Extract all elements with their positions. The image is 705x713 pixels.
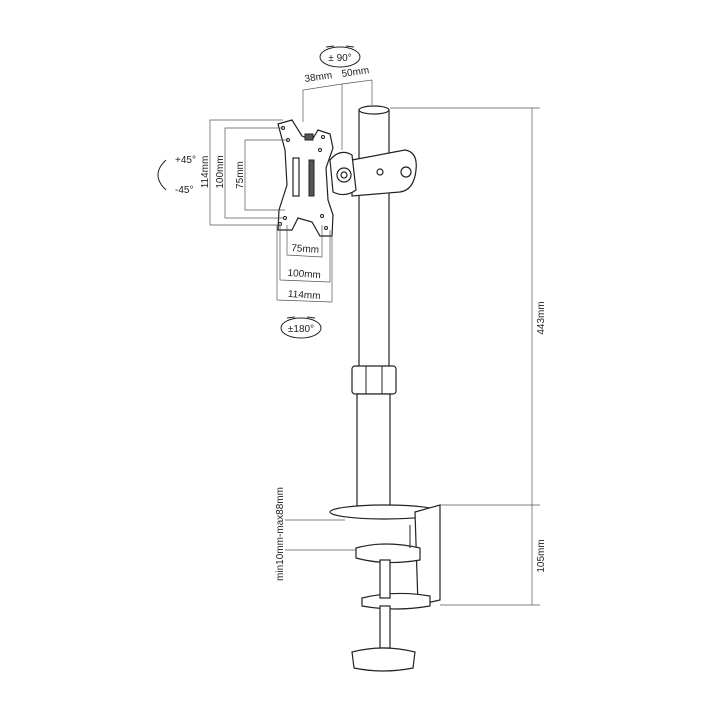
vesa-horizontal-114-label: 114mm <box>288 289 321 302</box>
vesa-vertical-75-label: 75mm <box>235 161 246 189</box>
height-dimension-lines <box>285 107 540 606</box>
vesa-dimension-lines <box>209 79 373 303</box>
vesa-vertical-114-label: 114mm <box>200 156 211 189</box>
desk-clamp <box>329 504 441 672</box>
swivel-label: ± 90° <box>328 53 351 64</box>
tilt-up-label: +45° <box>175 155 196 166</box>
pole-diameter-label: 50mm <box>341 65 370 80</box>
clamp-height-label: 105mm <box>536 539 547 572</box>
pole-height-label: 443mm <box>536 301 547 334</box>
desk-thickness-label: min10mm-max88mm <box>275 487 286 581</box>
swivel-indicator <box>319 45 361 68</box>
tilt-arc-icon <box>157 159 167 191</box>
tilt-head <box>329 149 417 197</box>
tilt-down-label: -45° <box>175 185 193 196</box>
vesa-horizontal-100-label: 100mm <box>287 268 321 281</box>
vesa-vertical-100-label: 100mm <box>215 155 226 188</box>
vesa-horizontal-75-label: 75mm <box>291 243 319 256</box>
arm-offset-label: 38mm <box>304 70 333 85</box>
vesa-plate <box>277 119 334 237</box>
pole <box>351 105 397 507</box>
rotate-indicator <box>280 316 322 339</box>
rotate-label: ±180° <box>288 324 314 335</box>
